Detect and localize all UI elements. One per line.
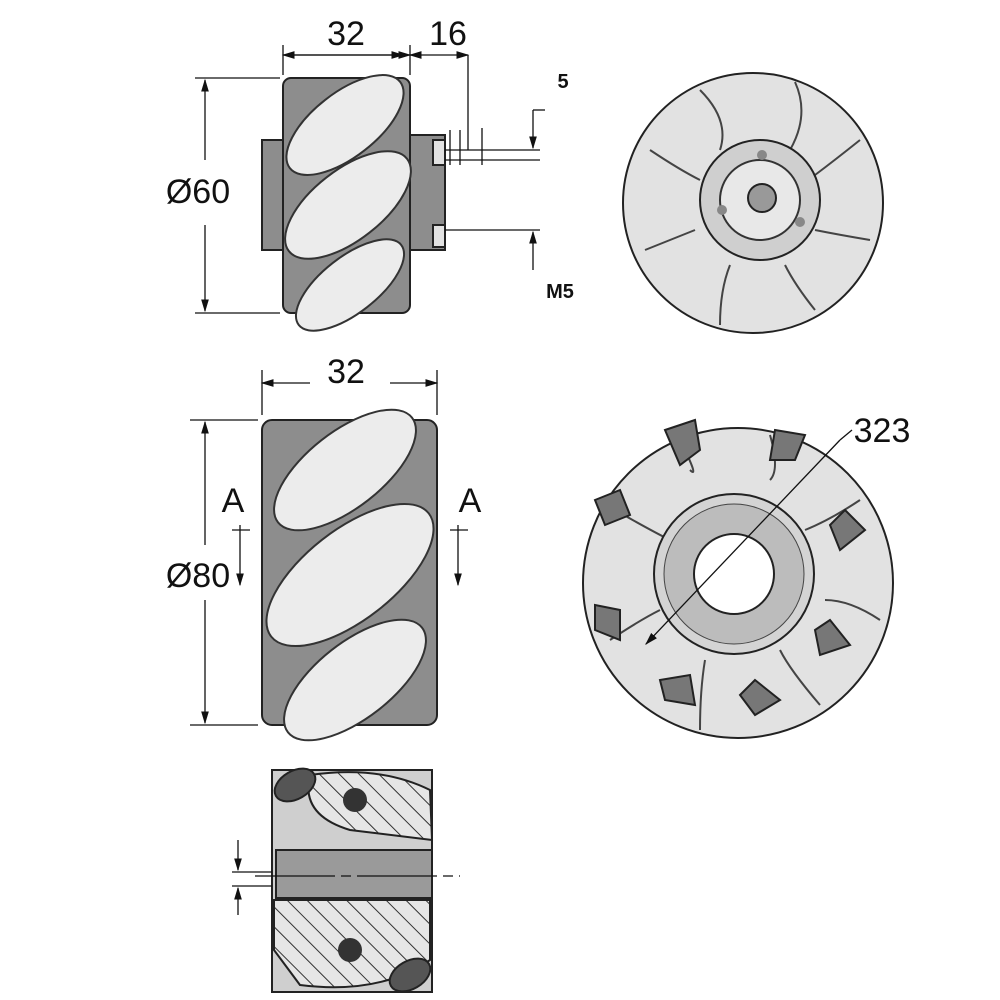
section-a-a-view <box>232 767 460 993</box>
width-dimension-middle: 32 <box>327 353 365 391</box>
section-marker-left: A <box>222 482 245 520</box>
large-wheel-front-view <box>582 418 894 739</box>
small-wheel-front-view <box>622 72 884 334</box>
width-dimension-top: 32 <box>327 15 365 53</box>
diameter-80-label: Ø80 <box>166 557 230 595</box>
hub-dimension: 16 <box>429 15 467 53</box>
dimension-323-label: 323 <box>854 412 911 450</box>
diameter-60-label: Ø60 <box>166 173 230 211</box>
small-wheel-side-view <box>195 45 545 332</box>
thread-label: M5 <box>546 281 574 303</box>
large-wheel-side-view <box>190 370 468 742</box>
section-marker-right: A <box>459 482 482 520</box>
hole-dimension-label: 5 <box>557 71 568 93</box>
